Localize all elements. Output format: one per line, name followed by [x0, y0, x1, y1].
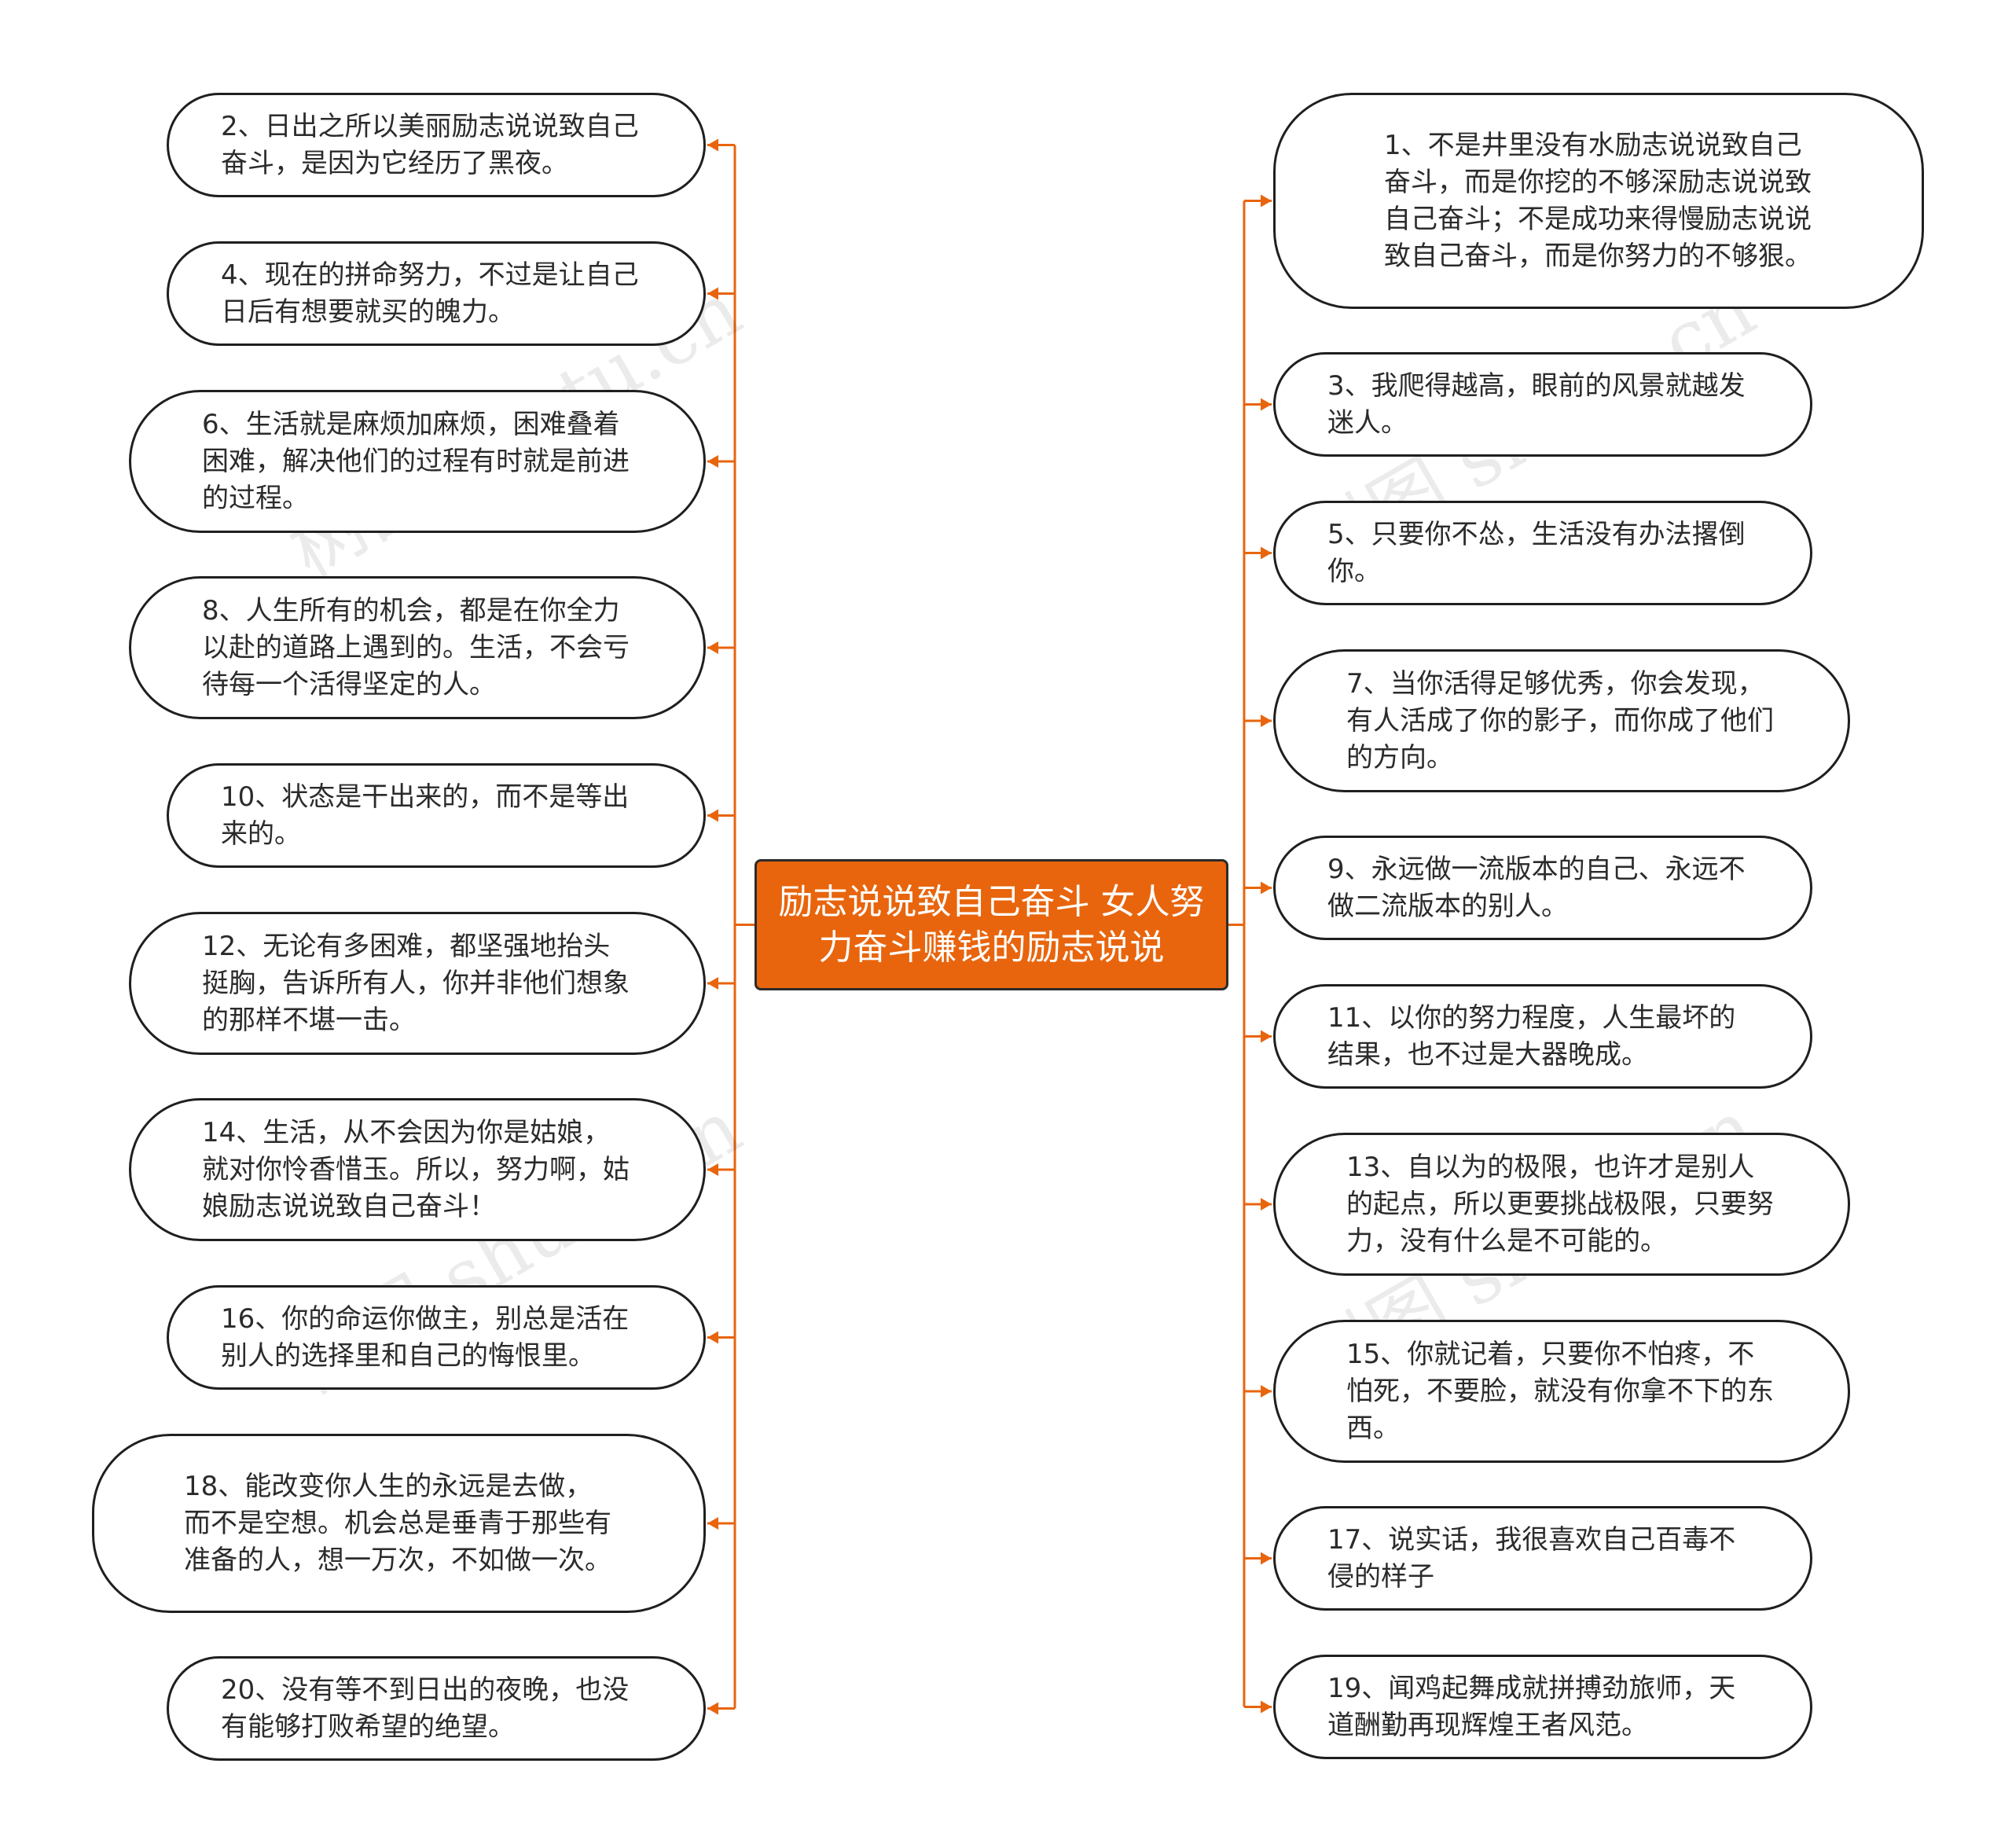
topic-node-label: 15、你就记着，只要你不怕疼，不怕死，不要脸，就没有你拿不下的东西。 — [1346, 1338, 1774, 1444]
branch-arrowhead — [707, 1163, 718, 1176]
topic-node-label: 7、当你活得足够优秀，你会发现，有人活成了你的影子，而你成了他们的方向。 — [1346, 667, 1774, 773]
branch-arrowhead — [707, 287, 718, 300]
topic-node-label: 20、没有等不到日出的夜晚，也没有能够打败希望的绝望。 — [221, 1673, 630, 1743]
topic-node-label: 13、自以为的极限，也许才是别人的起点，所以更要挑战极限，只要努力，没有什么是不… — [1346, 1151, 1774, 1257]
branch-arrowhead — [1261, 398, 1272, 411]
topic-node-label: 8、人生所有的机会，都是在你全力以赴的道路上遇到的。生活，不会亏待每一个活得坚定… — [202, 594, 630, 700]
topic-node-label: 17、说实话，我很喜欢自己百毒不侵的样子 — [1327, 1523, 1736, 1593]
topic-node-7[interactable]: 7、当你活得足够优秀，你会发现，有人活成了你的影子，而你成了他们的方向。 — [1273, 649, 1850, 792]
topic-node-10[interactable]: 10、状态是干出来的，而不是等出来的。 — [167, 763, 706, 868]
branch-arrowhead — [707, 809, 718, 822]
topic-node-9[interactable]: 9、永远做一流版本的自己、永远不做二流版本的别人。 — [1273, 836, 1812, 940]
branch-arrowhead — [707, 138, 718, 152]
branch-arrowhead — [707, 641, 718, 654]
topic-node-1[interactable]: 1、不是井里没有水励志说说致自己奋斗，而是你挖的不够深励志说说致自己奋斗；不是成… — [1273, 93, 1924, 309]
topic-node-label: 4、现在的拼命努力，不过是让自己日后有想要就买的魄力。 — [221, 259, 639, 328]
branch-arrowhead — [707, 1331, 718, 1344]
topic-node-19[interactable]: 19、闻鸡起舞成就拼搏劲旅师，天道酬勤再现辉煌王者风范。 — [1273, 1655, 1812, 1759]
branch-arrowhead — [1261, 881, 1272, 895]
branch-arrowhead — [1261, 1700, 1272, 1714]
topic-node-label: 6、生活就是麻烦加麻烦，困难叠着困难，解决他们的过程有时就是前进的过程。 — [202, 408, 630, 514]
topic-node-12[interactable]: 12、无论有多困难，都坚强地抬头挺胸，告诉所有人，你并非他们想象的那样不堪一击。 — [129, 912, 706, 1055]
branch-arrowhead — [1261, 546, 1272, 560]
branch-arrowhead — [1261, 1198, 1272, 1211]
topic-node-6[interactable]: 6、生活就是麻烦加麻烦，困难叠着困难，解决他们的过程有时就是前进的过程。 — [129, 390, 706, 533]
topic-node-label: 14、生活，从不会因为你是姑娘，就对你怜香惜玉。所以，努力啊，姑娘励志说说致自己… — [202, 1116, 630, 1222]
topic-node-2[interactable]: 2、日出之所以美丽励志说说致自己奋斗，是因为它经历了黑夜。 — [167, 93, 706, 197]
branch-arrowhead — [707, 455, 718, 468]
topic-node-label: 2、日出之所以美丽励志说说致自己奋斗，是因为它经历了黑夜。 — [221, 110, 639, 179]
topic-node-label: 11、以你的努力程度，人生最坏的结果，也不过是大器晚成。 — [1327, 1001, 1736, 1071]
topic-node-14[interactable]: 14、生活，从不会因为你是姑娘，就对你怜香惜玉。所以，努力啊，姑娘励志说说致自己… — [129, 1098, 706, 1241]
branch-arrowhead — [1261, 1552, 1272, 1565]
topic-node-15[interactable]: 15、你就记着，只要你不怕疼，不怕死，不要脸，就没有你拿不下的东西。 — [1273, 1320, 1850, 1463]
topic-node-label: 10、状态是干出来的，而不是等出来的。 — [221, 781, 630, 850]
topic-node-label: 3、我爬得越高，眼前的风景就越发迷人。 — [1327, 369, 1746, 439]
topic-node-label: 1、不是井里没有水励志说说致自己奋斗，而是你挖的不够深励志说说致自己奋斗；不是成… — [1384, 129, 1812, 272]
topic-node-label: 16、你的命运你做主，别总是活在别人的选择里和自己的悔恨里。 — [221, 1302, 630, 1372]
topic-node-label: 18、能改变你人生的永远是去做，而不是空想。机会总是垂青于那些有准备的人，想一万… — [184, 1470, 611, 1576]
topic-node-5[interactable]: 5、只要你不怂，生活没有办法撂倒你。 — [1273, 501, 1812, 605]
topic-node-13[interactable]: 13、自以为的极限，也许才是别人的起点，所以更要挑战极限，只要努力，没有什么是不… — [1273, 1133, 1850, 1276]
branch-arrowhead — [1261, 1385, 1272, 1398]
branch-arrowhead — [707, 977, 718, 990]
branch-arrowhead — [1261, 1030, 1272, 1043]
topic-node-4[interactable]: 4、现在的拼命努力，不过是让自己日后有想要就买的魄力。 — [167, 241, 706, 346]
topic-node-label: 9、永远做一流版本的自己、永远不做二流版本的别人。 — [1327, 853, 1746, 922]
topic-node-16[interactable]: 16、你的命运你做主，别总是活在别人的选择里和自己的悔恨里。 — [167, 1285, 706, 1390]
root-topic-label: 励志说说致自己奋斗 女人努力奋斗赚钱的励志说说 — [778, 881, 1205, 968]
branch-arrowhead — [1261, 715, 1272, 727]
branch-arrowhead — [707, 1702, 718, 1715]
branch-arrowhead — [1261, 194, 1272, 208]
topic-node-label: 19、闻鸡起舞成就拼搏劲旅师，天道酬勤再现辉煌王者风范。 — [1327, 1672, 1736, 1741]
topic-node-label: 5、只要你不怂，生活没有办法撂倒你。 — [1327, 518, 1746, 587]
topic-node-20[interactable]: 20、没有等不到日出的夜晚，也没有能够打败希望的绝望。 — [167, 1656, 706, 1761]
root-topic[interactable]: 励志说说致自己奋斗 女人努力奋斗赚钱的励志说说 — [754, 859, 1228, 990]
topic-node-17[interactable]: 17、说实话，我很喜欢自己百毒不侵的样子 — [1273, 1506, 1812, 1611]
topic-node-label: 12、无论有多困难，都坚强地抬头挺胸，告诉所有人，你并非他们想象的那样不堪一击。 — [202, 930, 630, 1036]
topic-node-3[interactable]: 3、我爬得越高，眼前的风景就越发迷人。 — [1273, 352, 1812, 457]
topic-node-8[interactable]: 8、人生所有的机会，都是在你全力以赴的道路上遇到的。生活，不会亏待每一个活得坚定… — [129, 576, 706, 719]
branch-arrowhead — [707, 1517, 718, 1530]
topic-node-11[interactable]: 11、以你的努力程度，人生最坏的结果，也不过是大器晚成。 — [1273, 984, 1812, 1089]
topic-node-18[interactable]: 18、能改变你人生的永远是去做，而不是空想。机会总是垂青于那些有准备的人，想一万… — [92, 1434, 706, 1613]
